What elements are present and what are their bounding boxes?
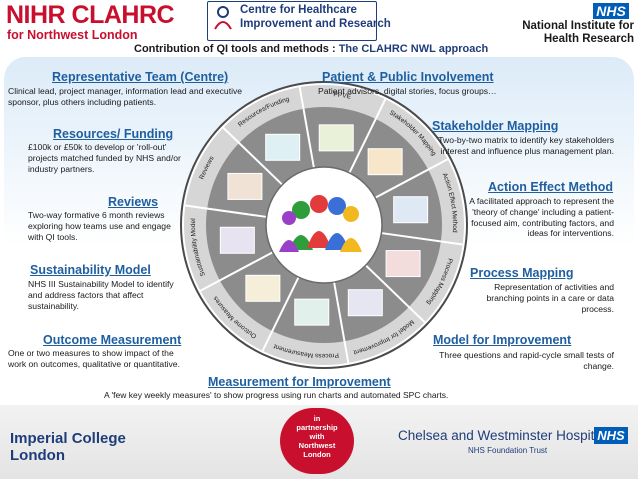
wheel-segment-image [245, 274, 281, 302]
wheel-divider [381, 232, 463, 246]
measurement-improvement-text: A 'few key weekly measures' to show prog… [104, 390, 449, 400]
centre-logo-icon [214, 6, 232, 30]
team-people-icon [279, 195, 362, 252]
representative-team-title: Representative Team (Centre) [52, 70, 229, 84]
stakeholder-mapping-text: Two-by-two matrix to identify key stakeh… [438, 135, 614, 156]
resources-funding-title: Resources/ Funding [53, 127, 174, 141]
nihr-name: National Institute for Health Research [500, 20, 634, 46]
partnership-line: in [313, 414, 321, 423]
nihr-clahrc-logo: NIHR CLAHRC [6, 1, 175, 29]
partnership-line: partnership [296, 423, 338, 432]
imperial-line2: London [10, 447, 65, 464]
wheel-segment-label: PPVE [333, 91, 352, 100]
outcome-measurement-title: Outcome Measurement [43, 333, 182, 347]
centre-logo-line2: Improvement and Research [240, 18, 391, 30]
nihr-name-line1: National Institute for [522, 20, 634, 32]
imperial-college-logo: Imperial College London [10, 430, 126, 464]
wheel-segment-image [347, 289, 383, 317]
reviews-text: Two-way formative 6 month reviews explor… [28, 210, 171, 242]
nihr-clahrc-logo-subtitle: for Northwest London [7, 28, 138, 42]
outcome-measurement-text: One or two measures to show impact of th… [8, 348, 180, 369]
wheel-divider [348, 98, 387, 174]
action-effect-title: Action Effect Method [488, 180, 613, 194]
nihr-name-line2: Health Research [543, 33, 634, 45]
wheel-divider [261, 276, 300, 352]
resources-funding-text: £100k or £50k to develop or 'roll-out' p… [28, 142, 181, 174]
wheel-segment-image [385, 250, 421, 278]
wheel-segment-image [294, 298, 330, 326]
patient-public-text: Patient advisors, digital stories, focus… [318, 86, 497, 96]
wheel-segment-image [265, 133, 301, 161]
sustainability-model-title: Sustainability Model [30, 263, 151, 277]
partnership-line: with [309, 432, 325, 441]
wheel-divider [222, 127, 283, 186]
wheel-segment-image [393, 196, 429, 224]
representative-team-text: Clinical lead, project manager, informat… [8, 86, 243, 107]
chelsea-westminster-name: Chelsea and Westminster Hospital [398, 428, 605, 443]
sustainability-model-text: NHS III Sustainability Model to identify… [28, 279, 174, 311]
stakeholder-mapping-title: Stakeholder Mapping [432, 119, 559, 133]
action-effect-text: A facilitated approach to represent the … [469, 196, 614, 239]
model-improvement-text: Three questions and rapid-cycle small te… [439, 350, 614, 371]
partnership-line: London [303, 450, 331, 459]
page-subtitle: Contribution of QI tools and methods : T… [134, 43, 488, 55]
wheel-segment-image [227, 172, 263, 200]
measurement-improvement-title: Measurement for Improvement [208, 375, 391, 389]
nhs-logo-footer: NHS [594, 427, 628, 444]
centre-logo-text: Centre for Healthcare Improvement and Re… [240, 3, 391, 31]
wheel-segment-image [219, 226, 255, 254]
subtitle-prefix: Contribution of QI tools and methods : [134, 43, 339, 55]
centre-logo-box [207, 1, 377, 41]
process-mapping-title: Process Mapping [470, 266, 574, 280]
wheel-segment-image [318, 124, 354, 152]
model-improvement-title: Model for Improvement [433, 333, 572, 347]
nhs-logo: NHS [593, 3, 629, 19]
reviews-title: Reviews [108, 195, 159, 209]
wheel-divider [199, 251, 274, 292]
wheel-center [265, 166, 383, 284]
wheel-divider [374, 158, 449, 199]
centre-logo-line1: Centre for Healthcare [240, 4, 357, 16]
wheel-divider [333, 281, 350, 364]
imperial-line1: Imperial College [10, 430, 126, 447]
partnership-line: Northwest [298, 441, 336, 450]
nhs-foundation-trust: NHS Foundation Trust [468, 446, 548, 455]
wheel-segment-image [367, 148, 403, 176]
patient-public-title: Patient & Public Involvement [322, 70, 494, 84]
subtitle-accent: The CLAHRC NWL approach [338, 43, 489, 55]
wheel-divider [365, 264, 426, 323]
wheel-divider [185, 204, 267, 218]
wheel-divider [298, 86, 315, 169]
process-mapping-text: Representation of activities and branchi… [486, 282, 614, 314]
